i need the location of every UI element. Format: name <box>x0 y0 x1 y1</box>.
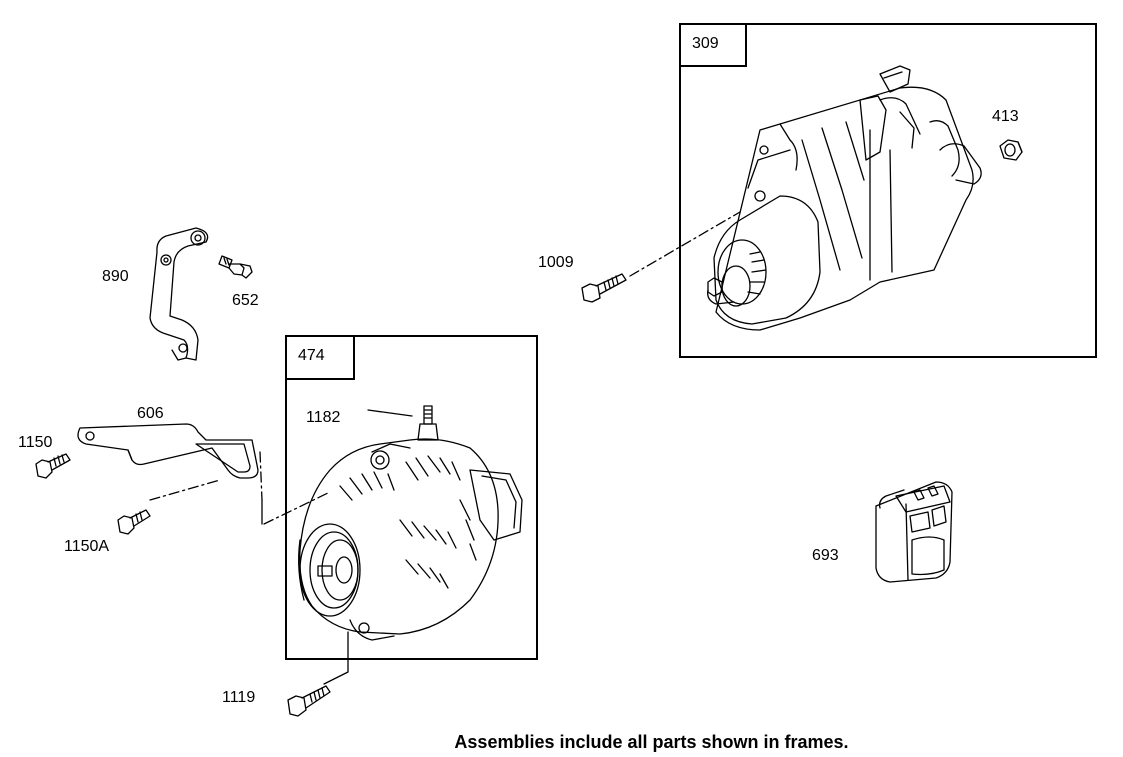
part-label-413: 413 <box>992 108 1019 125</box>
bracket-606-drawing <box>77 423 259 479</box>
assembly-frame-309: 309 <box>679 23 1097 358</box>
alternator-474-drawing <box>298 405 523 685</box>
bracket-890-drawing <box>149 227 209 361</box>
starter-309-drawing <box>629 65 982 331</box>
part-label-1182: 1182 <box>306 409 341 426</box>
part-label-652: 652 <box>232 292 259 309</box>
part-label-1150a: 1150A <box>64 538 110 555</box>
part-label-890: 890 <box>102 268 129 285</box>
part-label-1150: 1150 <box>18 434 53 451</box>
bolt-1009-drawing <box>581 273 627 303</box>
part-label-1119: 1119 <box>222 689 256 706</box>
frame-number-474: 474 <box>285 335 355 380</box>
assembly-footnote: Assemblies include all parts shown in fr… <box>454 732 849 752</box>
alignment-lines-left <box>149 451 331 525</box>
bolt-1119-drawing <box>287 685 331 717</box>
part-label-693: 693 <box>812 547 839 564</box>
nut-413-drawing <box>999 139 1023 161</box>
relay-693-drawing <box>875 481 953 583</box>
part-label-1009: 1009 <box>538 254 574 271</box>
assembly-frame-474: 474 <box>285 335 538 660</box>
frame-number-309: 309 <box>679 23 747 67</box>
part-label-606: 606 <box>137 405 164 422</box>
bolt-1150a-drawing <box>117 509 151 535</box>
bolt-652-drawing <box>218 255 253 279</box>
bolt-1150-drawing <box>35 453 71 479</box>
